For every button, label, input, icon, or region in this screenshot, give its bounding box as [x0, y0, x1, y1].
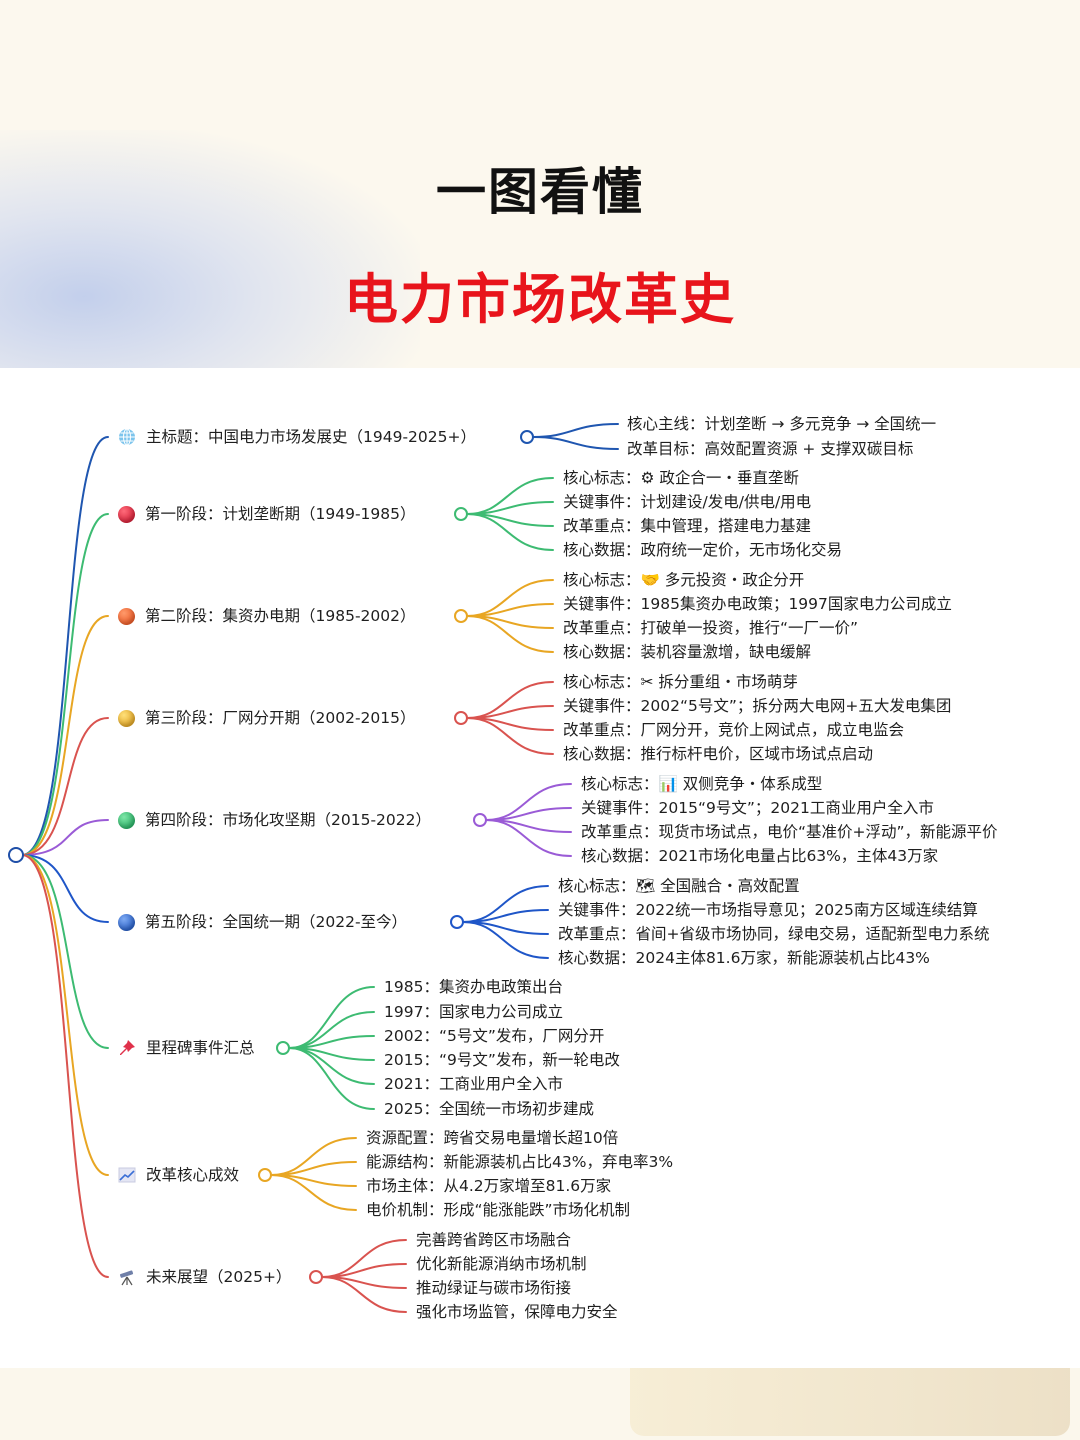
- leaf-item[interactable]: 核心标志：🗺 全国融合・高效配置: [558, 877, 800, 895]
- leaf-item[interactable]: 核心标志：✂ 拆分重组・市场萌芽: [563, 673, 798, 691]
- leaf-item[interactable]: 市场主体：从4.2万家增至81.6万家: [366, 1177, 612, 1195]
- branch-label: 第二阶段：集资办电期（1985-2002）: [145, 607, 416, 625]
- leaf-item[interactable]: 1997：国家电力公司成立: [384, 1003, 563, 1021]
- branch-milestones[interactable]: 里程碑事件汇总: [118, 1038, 255, 1058]
- telescope-icon: [118, 1268, 136, 1286]
- orange-ball-icon: [118, 607, 135, 625]
- leaf-item[interactable]: 优化新能源消纳市场机制: [416, 1255, 587, 1273]
- leaf-item[interactable]: 2021：工商业用户全入市: [384, 1075, 563, 1093]
- branch-label: 第五阶段：全国统一期（2022-至今）: [145, 913, 408, 931]
- branch-label: 里程碑事件汇总: [146, 1039, 255, 1057]
- leaf-item[interactable]: 关键事件：2002“5号文”；拆分两大电网+五大发电集团: [563, 697, 952, 715]
- lightning-background: [0, 130, 420, 368]
- leaf-item[interactable]: 改革重点：打破单一投资，推行“一厂一价”: [563, 619, 859, 637]
- branch-stage-1[interactable]: 第一阶段：计划垄断期（1949-1985）: [118, 504, 416, 524]
- green-ball-icon: [118, 811, 135, 829]
- branch-label: 第一阶段：计划垄断期（1949-1985）: [145, 505, 416, 523]
- branch-stage-3[interactable]: 第三阶段：厂网分开期（2002-2015）: [118, 708, 416, 728]
- mindmap-connectors: [8, 423, 619, 1313]
- leaf-item[interactable]: 推动绿证与碳市场衔接: [416, 1279, 572, 1297]
- yellow-ball-icon: [118, 709, 135, 727]
- leaf-item[interactable]: 关键事件：2015“9号文”；2021工商业用户全入市: [581, 799, 934, 817]
- leaf-item[interactable]: 关键事件：计划建设/发电/供电/用电: [563, 493, 812, 511]
- leaf-item[interactable]: 改革重点：厂网分开，竞价上网试点，成立电监会: [563, 721, 905, 739]
- mindmap-panel: 主标题：中国电力市场发展史（1949-2025+） 第一阶段：计划垄断期（194…: [0, 368, 1080, 1368]
- branch-stage-4[interactable]: 第四阶段：市场化攻坚期（2015-2022）: [118, 810, 431, 830]
- branch-achievements[interactable]: 改革核心成效: [118, 1165, 239, 1185]
- pushpin-icon: [118, 1039, 136, 1057]
- leaf-item[interactable]: 改革重点：集中管理，搭建电力基建: [563, 517, 812, 535]
- branch-label: 第四阶段：市场化攻坚期（2015-2022）: [145, 811, 431, 829]
- leaf-item[interactable]: 核心标志：📊 双侧竞争・体系成型: [581, 775, 823, 793]
- leaf-item[interactable]: 核心数据：装机容量激增，缺电缓解: [563, 643, 812, 661]
- leaf-item[interactable]: 核心数据：2021市场化电量占比63%，主体43万家: [581, 847, 939, 865]
- leaf-item[interactable]: 完善跨省跨区市场融合: [416, 1231, 572, 1249]
- title-line2: 电力市场改革史: [344, 267, 736, 331]
- leaf-item[interactable]: 能源结构：新能源装机占比43%，弃电率3%: [366, 1153, 674, 1171]
- leaf-item[interactable]: 2015：“9号文”发布，新一轮电改: [384, 1051, 620, 1069]
- leaf-item[interactable]: 1985：集资办电政策出台: [384, 978, 563, 996]
- chart-increasing-icon: [118, 1166, 136, 1184]
- branch-label: 未来展望（2025+）: [146, 1268, 292, 1286]
- branch-stage-2[interactable]: 第二阶段：集资办电期（1985-2002）: [118, 606, 416, 626]
- scroll-illustration: [630, 1368, 1070, 1436]
- leaf-item[interactable]: 强化市场监管，保障电力安全: [416, 1303, 618, 1321]
- footer-decoration: [0, 1368, 1080, 1440]
- leaf-item[interactable]: 电价机制：形成“能涨能跌”市场化机制: [366, 1201, 631, 1219]
- globe-icon: [118, 428, 136, 446]
- leaf-item[interactable]: 核心数据：推行标杆电价，区域市场试点启动: [563, 745, 874, 763]
- branch-label: 主标题：中国电力市场发展史（1949-2025+）: [146, 428, 476, 446]
- leaf-item[interactable]: 关键事件：1985集资办电政策；1997国家电力公司成立: [563, 595, 952, 613]
- title-line1: 一图看懂: [436, 162, 644, 221]
- branch-label: 改革核心成效: [146, 1166, 240, 1184]
- leaf-item[interactable]: 核心数据：政府统一定价，无市场化交易: [563, 541, 843, 559]
- leaf-item[interactable]: 关键事件：2022统一市场指导意见；2025南方区域连续结算: [558, 901, 978, 919]
- blue-ball-icon: [118, 913, 135, 931]
- header-banner: 一图看懂 电力市场改革史: [0, 0, 1080, 368]
- leaf-item[interactable]: 改革目标：高效配置资源 + 支撑双碳目标: [627, 440, 914, 458]
- branch-main-title[interactable]: 主标题：中国电力市场发展史（1949-2025+）: [118, 427, 476, 447]
- leaf-item[interactable]: 核心主线：计划垄断 → 多元竞争 → 全国统一: [627, 415, 937, 433]
- branch-label: 第三阶段：厂网分开期（2002-2015）: [145, 709, 416, 727]
- leaf-item[interactable]: 核心数据：2024主体81.6万家，新能源装机占比43%: [558, 949, 930, 967]
- branch-outlook[interactable]: 未来展望（2025+）: [118, 1267, 291, 1287]
- leaf-item[interactable]: 核心标志：🤝 多元投资・政企分开: [563, 571, 805, 589]
- leaf-item[interactable]: 改革重点：现货市场试点，电价“基准价+浮动”，新能源平价: [581, 823, 998, 841]
- leaf-item[interactable]: 2002：“5号文”发布，厂网分开: [384, 1027, 605, 1045]
- leaf-item[interactable]: 资源配置：跨省交易电量增长超10倍: [366, 1129, 619, 1147]
- leaf-item[interactable]: 核心标志：⚙ 政企合一・垂直垄断: [563, 469, 799, 487]
- leaf-item[interactable]: 2025：全国统一市场初步建成: [384, 1100, 594, 1118]
- red-ball-icon: [118, 505, 135, 523]
- leaf-item[interactable]: 改革重点：省间+省级市场协同，绿电交易，适配新型电力系统: [558, 925, 990, 943]
- branch-stage-5[interactable]: 第五阶段：全国统一期（2022-至今）: [118, 912, 407, 932]
